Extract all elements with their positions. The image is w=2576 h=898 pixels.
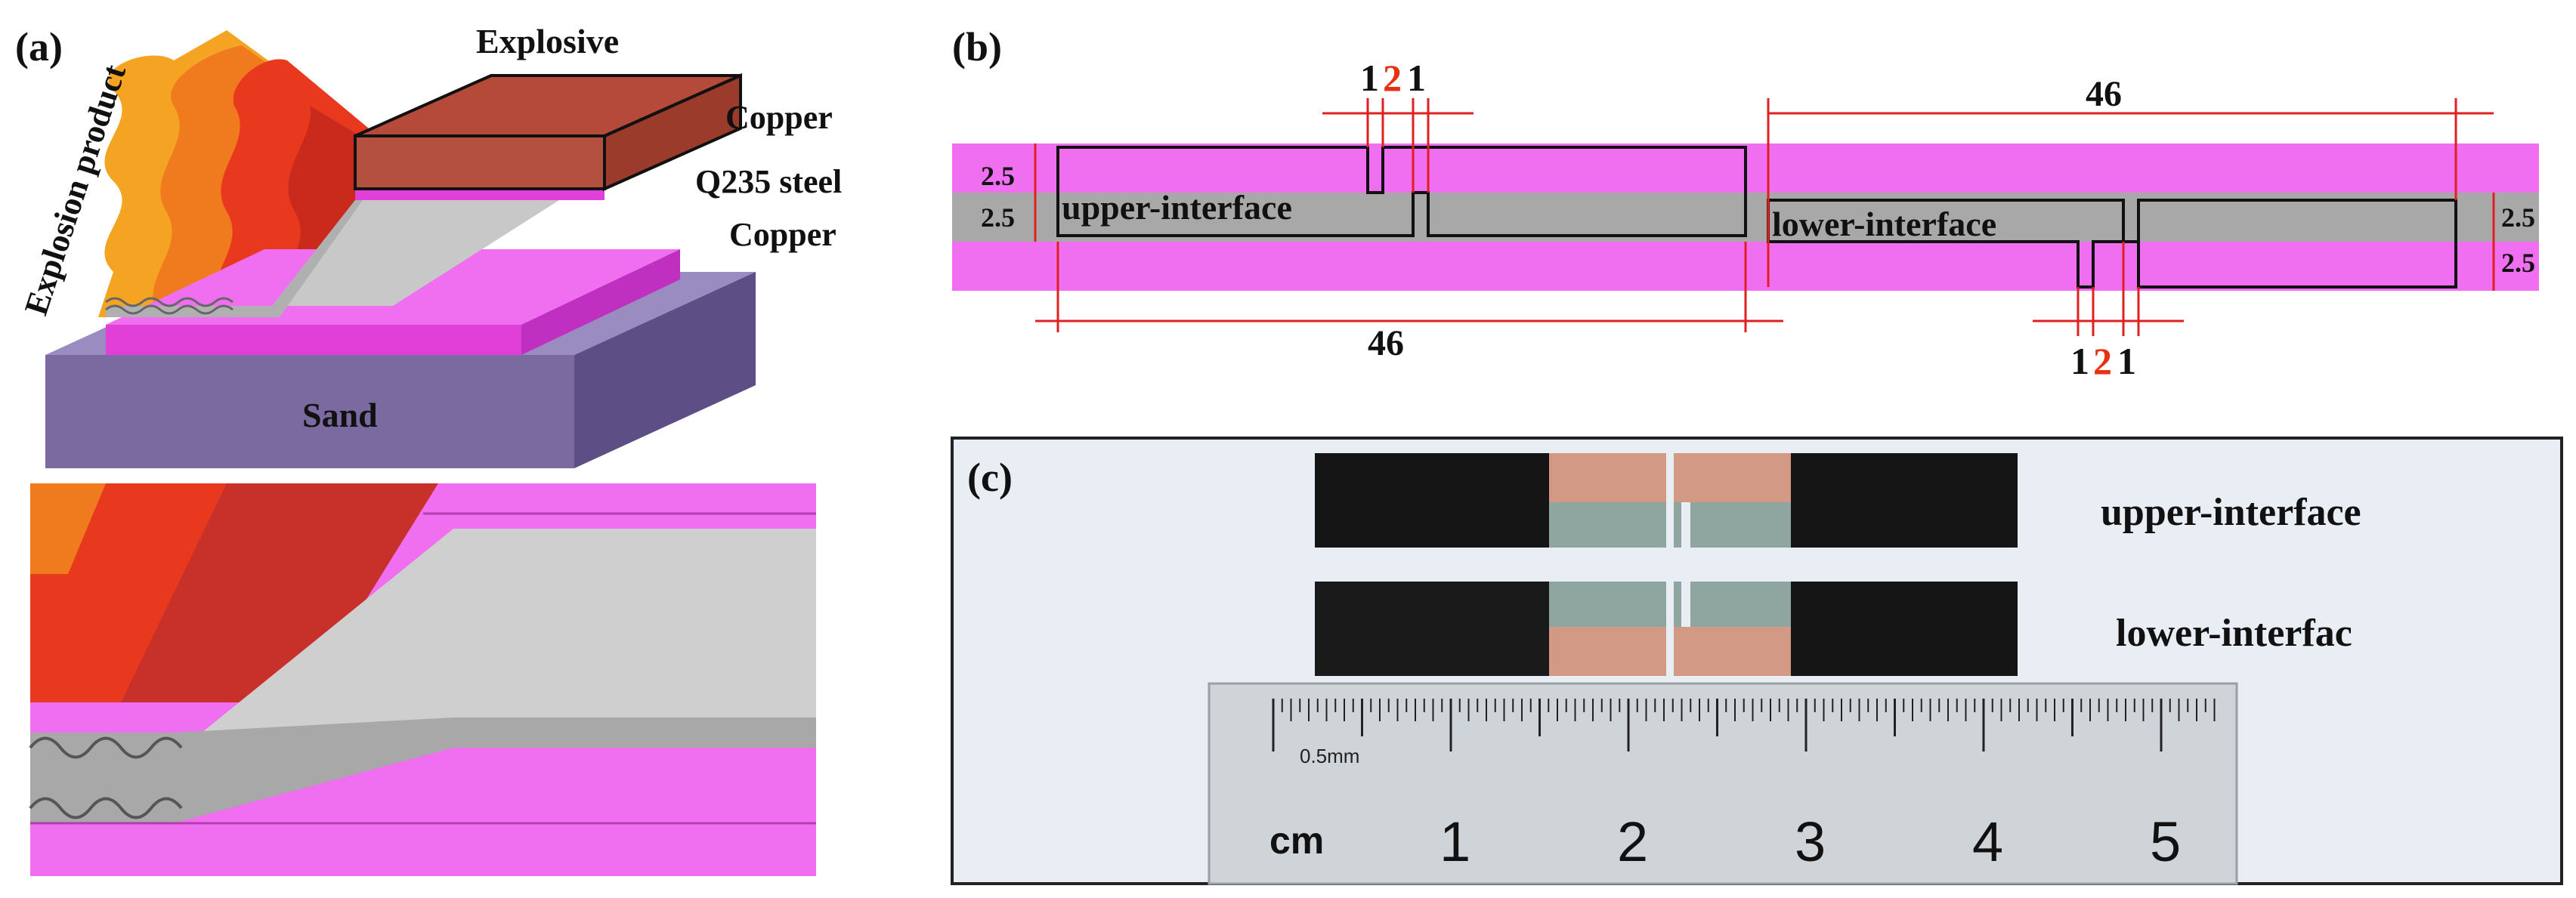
ruler: 0.5mm cm 1 2 3 4 5 bbox=[1208, 682, 2238, 885]
dim-25-right-2: 2.5 bbox=[2501, 248, 2535, 278]
copper-top-label: Copper bbox=[725, 99, 833, 136]
panel-c-label: (c) bbox=[967, 455, 1013, 500]
upper-interface-label: upper-interface bbox=[1062, 188, 1292, 227]
gap-top-1b: 1 bbox=[1407, 57, 1426, 99]
dim-46-top: 46 bbox=[2086, 74, 2122, 114]
photo-upper-interface-label: upper-interface bbox=[2101, 491, 2361, 534]
panel-b: (b) upper-interface lower-interface bbox=[952, 24, 2539, 382]
copper-bottom-label: Copper bbox=[729, 216, 837, 253]
lower-specimen-photo bbox=[1315, 582, 2018, 676]
dimension-lines bbox=[1034, 98, 2495, 336]
dim-25-left-1: 2.5 bbox=[981, 161, 1015, 191]
ruler-unit-label: cm bbox=[1269, 819, 1324, 862]
gap-top-2: 2 bbox=[1383, 57, 1402, 99]
explosive-label: Explosive bbox=[476, 22, 619, 60]
gap-bot-1a: 1 bbox=[2070, 340, 2089, 382]
gap-bot-2: 2 bbox=[2093, 340, 2112, 382]
steel-flyer-plate bbox=[105, 200, 559, 317]
gap-bot-1b: 1 bbox=[2117, 340, 2136, 382]
ruler-small-label: 0.5mm bbox=[1300, 745, 1359, 767]
upper-specimen-outline bbox=[1056, 146, 1747, 237]
ruler-number-2: 2 bbox=[1617, 810, 1648, 873]
photo-lower-interface-label: lower-interfac bbox=[2116, 612, 2352, 655]
ruler-number-1: 1 bbox=[1440, 810, 1470, 873]
panel-b-label: (b) bbox=[952, 24, 1002, 69]
dim-25-left-2: 2.5 bbox=[981, 202, 1015, 233]
sand-label: Sand bbox=[302, 396, 378, 434]
lower-interface-label: lower-interface bbox=[1772, 205, 1996, 243]
lower-specimen-outline bbox=[1767, 199, 2457, 289]
gap-top-1a: 1 bbox=[1360, 57, 1379, 99]
ruler-ticks bbox=[1272, 699, 2216, 751]
explosive-block bbox=[354, 73, 742, 192]
panel-a-label: (a) bbox=[15, 24, 63, 69]
panel-c: (c) upper-interface lower-interfac bbox=[951, 437, 2563, 885]
ruler-number-4: 4 bbox=[1972, 810, 2003, 873]
dim-25-right-1: 2.5 bbox=[2501, 202, 2535, 233]
upper-specimen-photo bbox=[1315, 453, 2018, 548]
dim-46-bottom: 46 bbox=[1368, 323, 1404, 363]
steel-label: Q235 steel bbox=[695, 163, 842, 200]
panel-a: (a) Explosion product Sand bbox=[15, 22, 842, 876]
ruler-number-3: 3 bbox=[1795, 810, 1826, 873]
ruler-number-5: 5 bbox=[2150, 810, 2181, 873]
zoom-cross-section bbox=[29, 483, 816, 876]
